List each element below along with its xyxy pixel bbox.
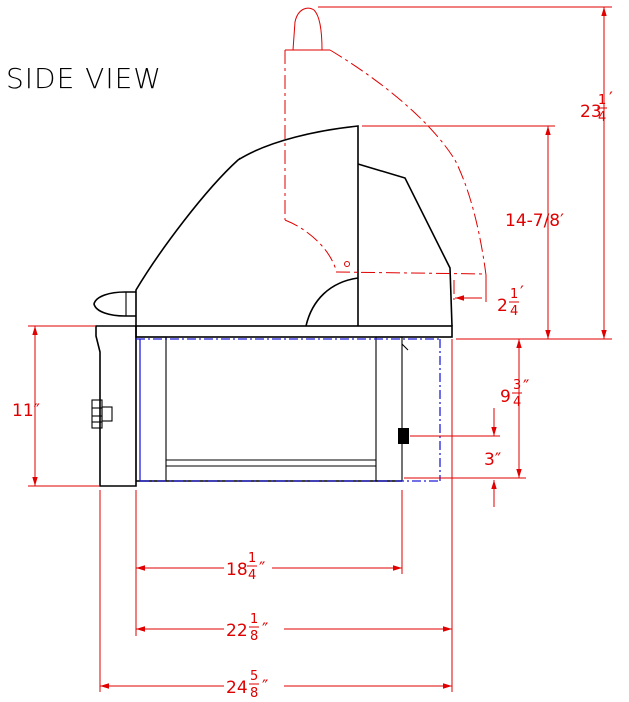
overall-width-den: 8 xyxy=(250,686,258,701)
control-knob-stem xyxy=(101,406,113,422)
overall-width-num: 5 xyxy=(250,669,258,684)
door-latch-icon xyxy=(398,428,409,444)
lid-hinge-mark xyxy=(237,157,241,161)
pivot-marker xyxy=(344,261,350,267)
label-knob-height: 3″ xyxy=(484,450,501,470)
drawing-title: SIDE VIEW xyxy=(6,62,162,95)
open-lid-ghost xyxy=(284,7,487,300)
label-outer-width: 22 1 8 ″ xyxy=(226,612,268,644)
hood-offset-num: 1 xyxy=(510,287,518,302)
main-lid xyxy=(135,125,359,326)
shelf-height-num: 3 xyxy=(513,378,521,393)
outer-width-num: 1 xyxy=(250,612,258,627)
dimension-labels: 23 1 4 ′ 14-7/8′ 2 1 4 ′ 11″ 9 3 4 ″ 3″ xyxy=(12,89,613,701)
overall-height-num: 1 xyxy=(598,93,606,108)
grill-outline xyxy=(91,125,453,487)
open-lid-cap xyxy=(292,7,323,51)
label-hood-height: 14-7/8′ xyxy=(505,211,564,231)
hood-offset-whole: 2 xyxy=(497,296,508,316)
hood-offset-unit: ′ xyxy=(520,283,524,303)
inner-width-den: 4 xyxy=(248,568,256,583)
label-cabinet-height: 11″ xyxy=(12,401,40,421)
label-overall-width: 24 5 8 ″ xyxy=(226,669,268,701)
outer-width-unit: ″ xyxy=(262,620,268,640)
counter-slab xyxy=(135,325,453,338)
inner-width-whole: 18 xyxy=(226,560,248,580)
post-bevel xyxy=(401,343,409,351)
open-lid-bottom xyxy=(335,271,487,275)
inner-width-unit: ″ xyxy=(259,559,265,579)
burner-arc xyxy=(305,277,359,327)
label-hood-offset: 2 1 4 ′ xyxy=(497,283,524,319)
side-panel xyxy=(357,163,453,327)
dimension-lines xyxy=(28,6,612,692)
overall-height-unit: ′ xyxy=(609,89,613,109)
shelf-height-unit: ″ xyxy=(523,377,529,397)
label-overall-height: 23 1 4 ′ xyxy=(580,89,613,125)
open-lid-inner xyxy=(284,219,337,271)
overall-width-whole: 24 xyxy=(226,678,248,698)
hood-offset-den: 4 xyxy=(510,304,518,319)
outer-width-whole: 22 xyxy=(226,621,248,641)
outer-width-den: 8 xyxy=(250,629,258,644)
overall-width-unit: ″ xyxy=(262,677,268,697)
label-shelf-height: 9 3 4 ″ xyxy=(500,377,529,410)
open-lid-arc xyxy=(329,49,487,276)
label-inner-width: 18 1 4 ″ xyxy=(226,551,265,583)
overall-height-whole: 23 xyxy=(580,102,602,122)
shelf-height-whole: 9 xyxy=(500,387,511,407)
lid-handle-icon xyxy=(93,291,136,317)
hidden-cabinet xyxy=(136,338,441,482)
inner-width-num: 1 xyxy=(248,551,256,566)
overall-height-den: 4 xyxy=(598,110,606,125)
shelf-height-den: 4 xyxy=(513,395,521,410)
cabinet-right-post xyxy=(375,336,403,482)
